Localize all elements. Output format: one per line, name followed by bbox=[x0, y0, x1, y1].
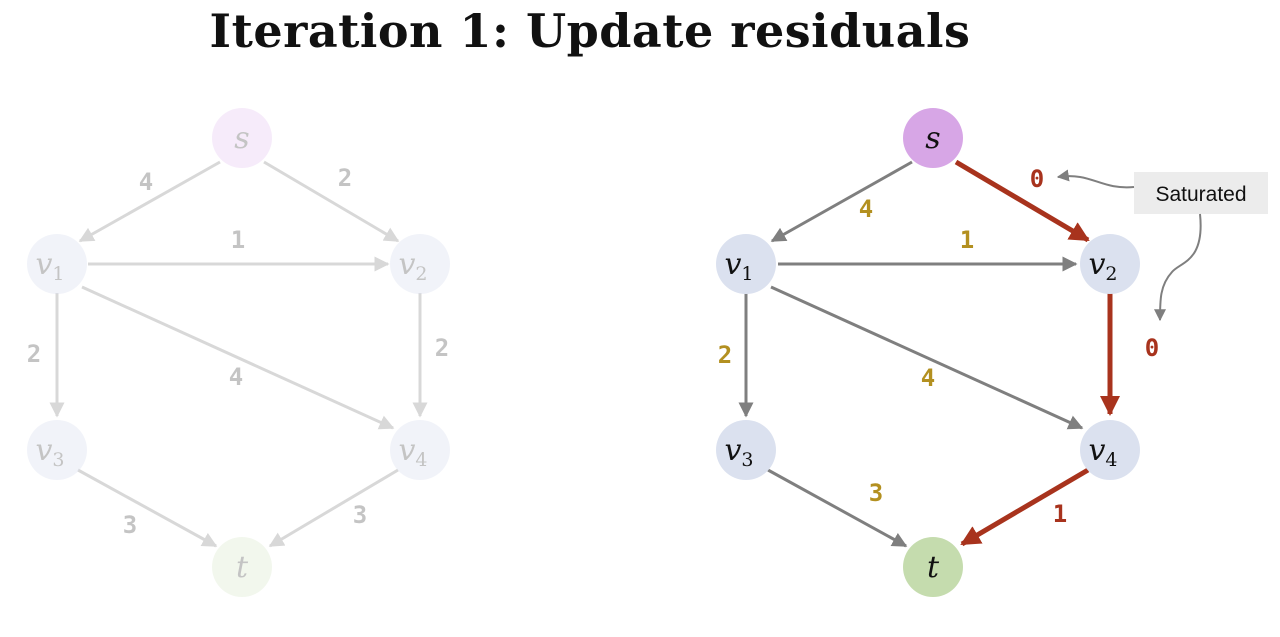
orig-cap-s-v2: 2 bbox=[338, 164, 352, 192]
res-node-v4: v4 bbox=[1080, 420, 1140, 480]
res-node-v1: v1 bbox=[716, 234, 776, 294]
svg-text:v1: v1 bbox=[724, 247, 753, 285]
orig-node-v2-label: v bbox=[398, 247, 415, 282]
res-node-v2-sub: 2 bbox=[1105, 263, 1117, 285]
res-node-v1-sub: 1 bbox=[741, 263, 753, 285]
orig-cap-s-v1: 4 bbox=[139, 168, 153, 196]
orig-edge-v1-v4 bbox=[81, 285, 395, 430]
res-node-v1-label: v bbox=[724, 247, 741, 282]
residual-graph: s v1 v2 v3 v4 t bbox=[716, 108, 1268, 597]
orig-node-v1: v1 bbox=[27, 234, 87, 294]
orig-edge-v3-t bbox=[77, 468, 218, 548]
res-node-t-label: t bbox=[927, 550, 940, 585]
res-edge-s-v1 bbox=[770, 160, 913, 243]
svg-text:v2: v2 bbox=[1088, 247, 1117, 285]
original-graph: s v1 v2 v3 v4 t bbox=[27, 108, 450, 597]
res-edge-v3-t bbox=[767, 468, 908, 548]
res-label-s-v1: 4 bbox=[859, 195, 873, 223]
res-node-t: t bbox=[903, 537, 963, 597]
orig-cap-v3-t: 3 bbox=[123, 511, 137, 539]
orig-cap-v1-v3: 2 bbox=[27, 340, 41, 368]
res-label-v1-v4: 4 bbox=[921, 364, 935, 392]
res-node-v4-label: v bbox=[1088, 433, 1105, 468]
res-node-v3-sub: 3 bbox=[741, 449, 753, 471]
orig-node-v4-sub: 4 bbox=[415, 449, 427, 471]
orig-node-t-label: t bbox=[236, 550, 249, 585]
orig-cap-v4-t: 3 bbox=[353, 501, 367, 529]
orig-node-s: s bbox=[212, 108, 272, 168]
orig-cap-v1-v4: 4 bbox=[229, 363, 243, 391]
orig-node-v4-label: v bbox=[398, 433, 415, 468]
res-node-v4-sub: 4 bbox=[1105, 449, 1117, 471]
orig-cap-v1-v2: 1 bbox=[231, 226, 245, 254]
res-label-v4-t: 1 bbox=[1053, 500, 1067, 528]
res-label-v3-t: 3 bbox=[869, 479, 883, 507]
orig-edge-s-v2 bbox=[263, 160, 400, 243]
res-node-v2: v2 bbox=[1080, 234, 1140, 294]
orig-node-v1-sub: 1 bbox=[52, 263, 64, 285]
res-node-v3-label: v bbox=[724, 433, 741, 468]
orig-node-t: t bbox=[212, 537, 272, 597]
res-node-s: s bbox=[903, 108, 963, 168]
orig-node-v3: v3 bbox=[27, 420, 87, 480]
svg-text:v1: v1 bbox=[35, 247, 64, 285]
callout-box bbox=[1134, 172, 1268, 214]
callout-arrow-bottom bbox=[1154, 213, 1202, 322]
res-node-v3: v3 bbox=[716, 420, 776, 480]
orig-edge-v4-t bbox=[268, 468, 399, 548]
orig-node-v4: v4 bbox=[390, 420, 450, 480]
saturated-callout: Saturated bbox=[1056, 169, 1268, 322]
callout-arrow-top bbox=[1056, 169, 1135, 189]
res-label-v1-v2: 1 bbox=[960, 226, 974, 254]
res-node-v2-label: v bbox=[1088, 247, 1105, 282]
orig-node-v3-sub: 3 bbox=[52, 449, 64, 471]
res-label-v1-v3: 2 bbox=[718, 341, 732, 369]
res-label-v2-v4: 0 bbox=[1145, 334, 1159, 362]
callout-text: Saturated bbox=[1155, 183, 1246, 206]
orig-edge-s-v1 bbox=[78, 160, 221, 243]
svg-text:v3: v3 bbox=[724, 433, 753, 471]
orig-node-v3-label: v bbox=[35, 433, 52, 468]
orig-node-s-label: s bbox=[234, 121, 249, 156]
svg-text:v4: v4 bbox=[398, 433, 427, 471]
svg-text:v4: v4 bbox=[1088, 433, 1117, 471]
res-edge-s-v2 bbox=[954, 159, 1090, 243]
orig-cap-v2-v4: 2 bbox=[435, 334, 449, 362]
res-edge-v1-v4 bbox=[770, 285, 1084, 430]
orig-node-v2: v2 bbox=[390, 234, 450, 294]
orig-node-v2-sub: 2 bbox=[415, 263, 427, 285]
res-edge-v4-t bbox=[960, 467, 1090, 547]
orig-node-v1-label: v bbox=[35, 247, 52, 282]
res-node-s-label: s bbox=[925, 121, 940, 156]
svg-text:v2: v2 bbox=[398, 247, 427, 285]
res-label-s-v2: 0 bbox=[1030, 165, 1044, 193]
svg-text:v3: v3 bbox=[35, 433, 64, 471]
page-title: Iteration 1: Update residuals bbox=[209, 4, 971, 58]
